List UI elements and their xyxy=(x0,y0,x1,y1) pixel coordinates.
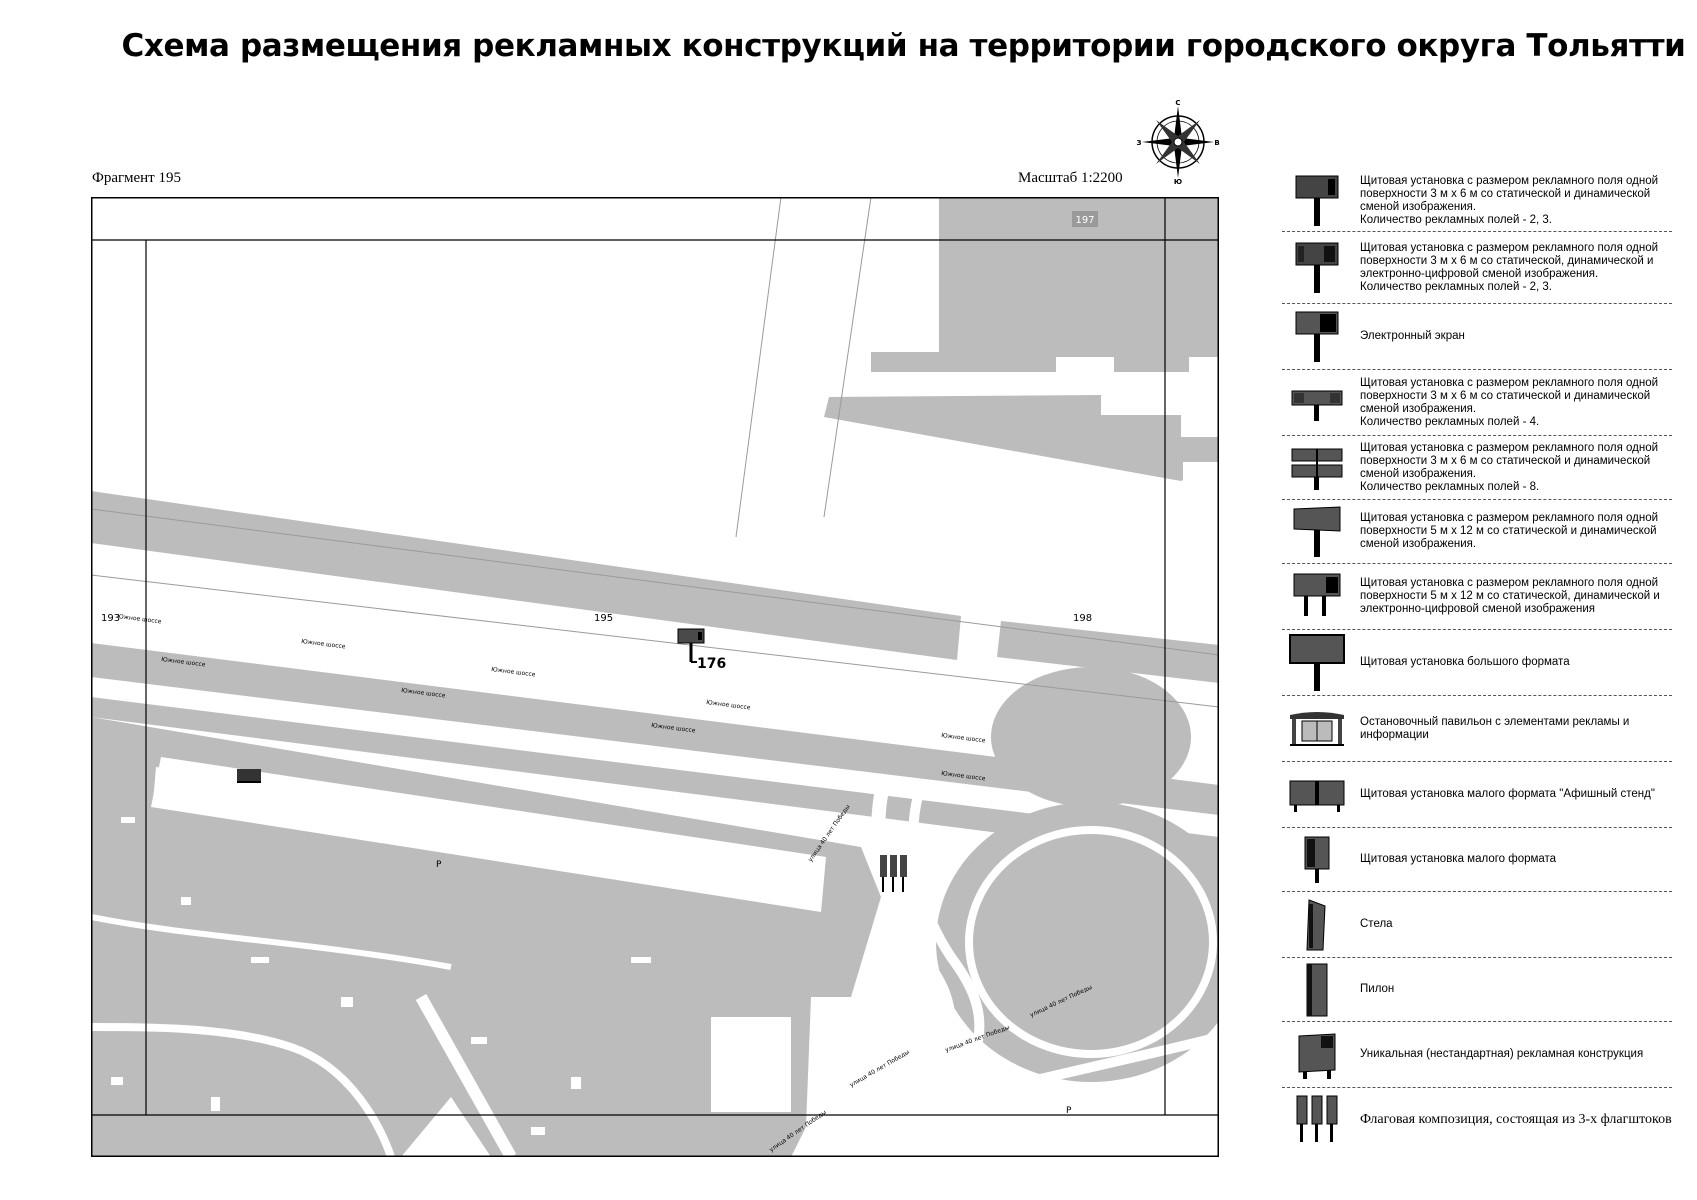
parcel-line-4 xyxy=(91,574,1219,708)
legend-text: Щитовая установка малого формата "Афишны… xyxy=(1360,788,1655,800)
legend: Щитовая установка с размером рекламного … xyxy=(1282,170,1672,1150)
billboard-5x12-icon xyxy=(1282,505,1352,559)
legend-item: Электронный экран xyxy=(1282,304,1672,370)
legend-item: Щитовая установка малого формата "Афишны… xyxy=(1282,762,1672,828)
legend-item: Щитовая установка с размером рекламного … xyxy=(1282,232,1672,304)
legend-text: Пилон xyxy=(1360,983,1395,995)
billboard-marker-176[interactable] xyxy=(677,628,705,663)
billboard-static-dynamic-icon xyxy=(1282,174,1352,228)
parcel-line-2 xyxy=(823,197,872,518)
fragment-number-193: 193 xyxy=(101,613,120,624)
street-lower-3 xyxy=(91,1023,395,1157)
texture-specks xyxy=(111,817,651,1135)
legend-text: Щитовая установка с размером рекламного … xyxy=(1360,577,1660,615)
courtyard-gap xyxy=(1056,357,1114,395)
legend-item: Щитовая установка малого формата xyxy=(1282,828,1672,892)
roundabout-ring xyxy=(965,826,1217,1058)
legend-text: Щитовая установка с размером рекламного … xyxy=(1360,441,1659,493)
legend-text: Стела xyxy=(1360,918,1393,930)
legend-text: Флаговая композиция, состоящая из 3-х фл… xyxy=(1360,1111,1672,1127)
legend-text: Уникальная (нестандартная) рекламная кон… xyxy=(1360,1048,1644,1060)
parcel-line-1 xyxy=(735,197,782,538)
legend-item: Щитовая установка с размером рекламного … xyxy=(1282,564,1672,630)
marker-label-176: 176 xyxy=(697,656,726,672)
map-fragment[interactable]: Южное шоссе Южное шоссе Южное шоссе Южно… xyxy=(91,197,1219,1157)
street-label: Южное шоссе xyxy=(491,666,536,678)
legend-item: Стела xyxy=(1282,892,1672,958)
bus-stop-marker[interactable] xyxy=(237,769,261,783)
street-40-let-pobedy xyxy=(846,774,956,1157)
legend-text: Электронный экран xyxy=(1360,330,1465,342)
electronic-screen-icon xyxy=(1282,310,1352,364)
billboard-5x12-digital-icon xyxy=(1282,570,1352,624)
legend-item: Щитовая установка с размером рекламного … xyxy=(1282,436,1672,500)
parcel-line-3 xyxy=(91,508,1219,656)
compass-rose: С Ю З В xyxy=(1136,99,1220,186)
parking-label: P xyxy=(1066,1106,1072,1116)
legend-text: Щитовая установка с размером рекламного … xyxy=(1360,512,1659,550)
legend-text: Щитовая установка большого формата xyxy=(1360,656,1570,668)
map-border xyxy=(91,197,1219,1157)
large-format-billboard-icon xyxy=(1282,633,1352,693)
legend-text: Щитовая установка малого формата xyxy=(1360,853,1557,865)
fragment-number-198: 198 xyxy=(1073,613,1092,624)
building-top-right xyxy=(939,197,1219,357)
fragment-number-195: 195 xyxy=(594,613,613,624)
fragment-number-197: 197 xyxy=(1075,215,1094,226)
page-title: Схема размещения рекламных конструкций н… xyxy=(121,28,1686,64)
legend-item: Щитовая установка с размером рекламного … xyxy=(1282,500,1672,564)
band-upper-right xyxy=(997,621,1219,683)
street-label: Южное шоссе xyxy=(117,613,162,625)
legend-item: Остановочный павильон с элементами рекла… xyxy=(1282,696,1672,762)
billboard-eight-fields-icon xyxy=(1282,445,1352,491)
legend-text: Щитовая установка с размером рекламного … xyxy=(1360,241,1659,293)
stela-icon xyxy=(1282,898,1352,952)
poster-stand-icon xyxy=(1282,777,1352,813)
legend-item: Щитовая установка с размером рекламного … xyxy=(1282,170,1672,232)
road-south-highway xyxy=(91,643,1219,815)
pylon-icon xyxy=(1282,962,1352,1018)
small-format-billboard-icon xyxy=(1282,835,1352,885)
billboard-digital-icon xyxy=(1282,241,1352,295)
street-label: Южное шоссе xyxy=(706,699,751,711)
compass-south: Ю xyxy=(1174,178,1182,184)
legend-item: Пилон xyxy=(1282,958,1672,1022)
roundabout-top xyxy=(991,667,1191,807)
flag-composition-icon xyxy=(1282,1094,1352,1144)
flag-composition-marker[interactable] xyxy=(880,855,907,892)
legend-item: Щитовая установка большого формата xyxy=(1282,630,1672,696)
building-strip xyxy=(871,352,1189,372)
street-ring-east xyxy=(969,1032,1219,1102)
legend-item: Щитовая установка с размером рекламного … xyxy=(1282,370,1672,436)
building-large-white-inner xyxy=(153,767,821,902)
legend-item: Флаговая композиция, состоящая из 3-х фл… xyxy=(1282,1088,1672,1150)
street-label: улица 40 лет Победы xyxy=(849,1049,912,1089)
street-lower-1 xyxy=(415,994,517,1157)
bus-stop-pavilion-icon xyxy=(1282,709,1352,749)
legend-text: Остановочный павильон с элементами рекла… xyxy=(1360,715,1630,741)
compass-icon: С Ю З В xyxy=(1137,99,1220,186)
fragment-label: Фрагмент 195 xyxy=(92,170,181,186)
compass-west: З xyxy=(1137,139,1142,147)
legend-text: Щитовая установка с размером рекламного … xyxy=(1360,376,1659,428)
building-block-2 xyxy=(824,395,1219,481)
street-lower-2 xyxy=(91,914,452,970)
legend-text: Щитовая установка с размером рекламного … xyxy=(1360,174,1659,226)
parking-label: P xyxy=(436,860,442,870)
band-upper-left xyxy=(91,491,961,660)
billboard-four-fields-icon xyxy=(1282,383,1352,423)
compass-north: С xyxy=(1175,100,1180,107)
compass-east: В xyxy=(1214,139,1219,147)
unique-construction-icon xyxy=(1282,1030,1352,1080)
legend-item: Уникальная (нестандартная) рекламная кон… xyxy=(1282,1022,1672,1088)
fragment-number-197-bg xyxy=(1072,211,1098,227)
road-south-highway-2 xyxy=(91,697,1219,861)
map-canvas[interactable]: Южное шоссе Южное шоссе Южное шоссе Южно… xyxy=(91,197,1219,1157)
street-label: Южное шоссе xyxy=(941,732,986,744)
street-label: Южное шоссе xyxy=(301,638,346,650)
street-40-let-pobedy-2 xyxy=(907,785,985,1157)
scale-label: Масштаб 1:2200 xyxy=(1018,170,1123,186)
building-small-white xyxy=(711,1017,791,1112)
